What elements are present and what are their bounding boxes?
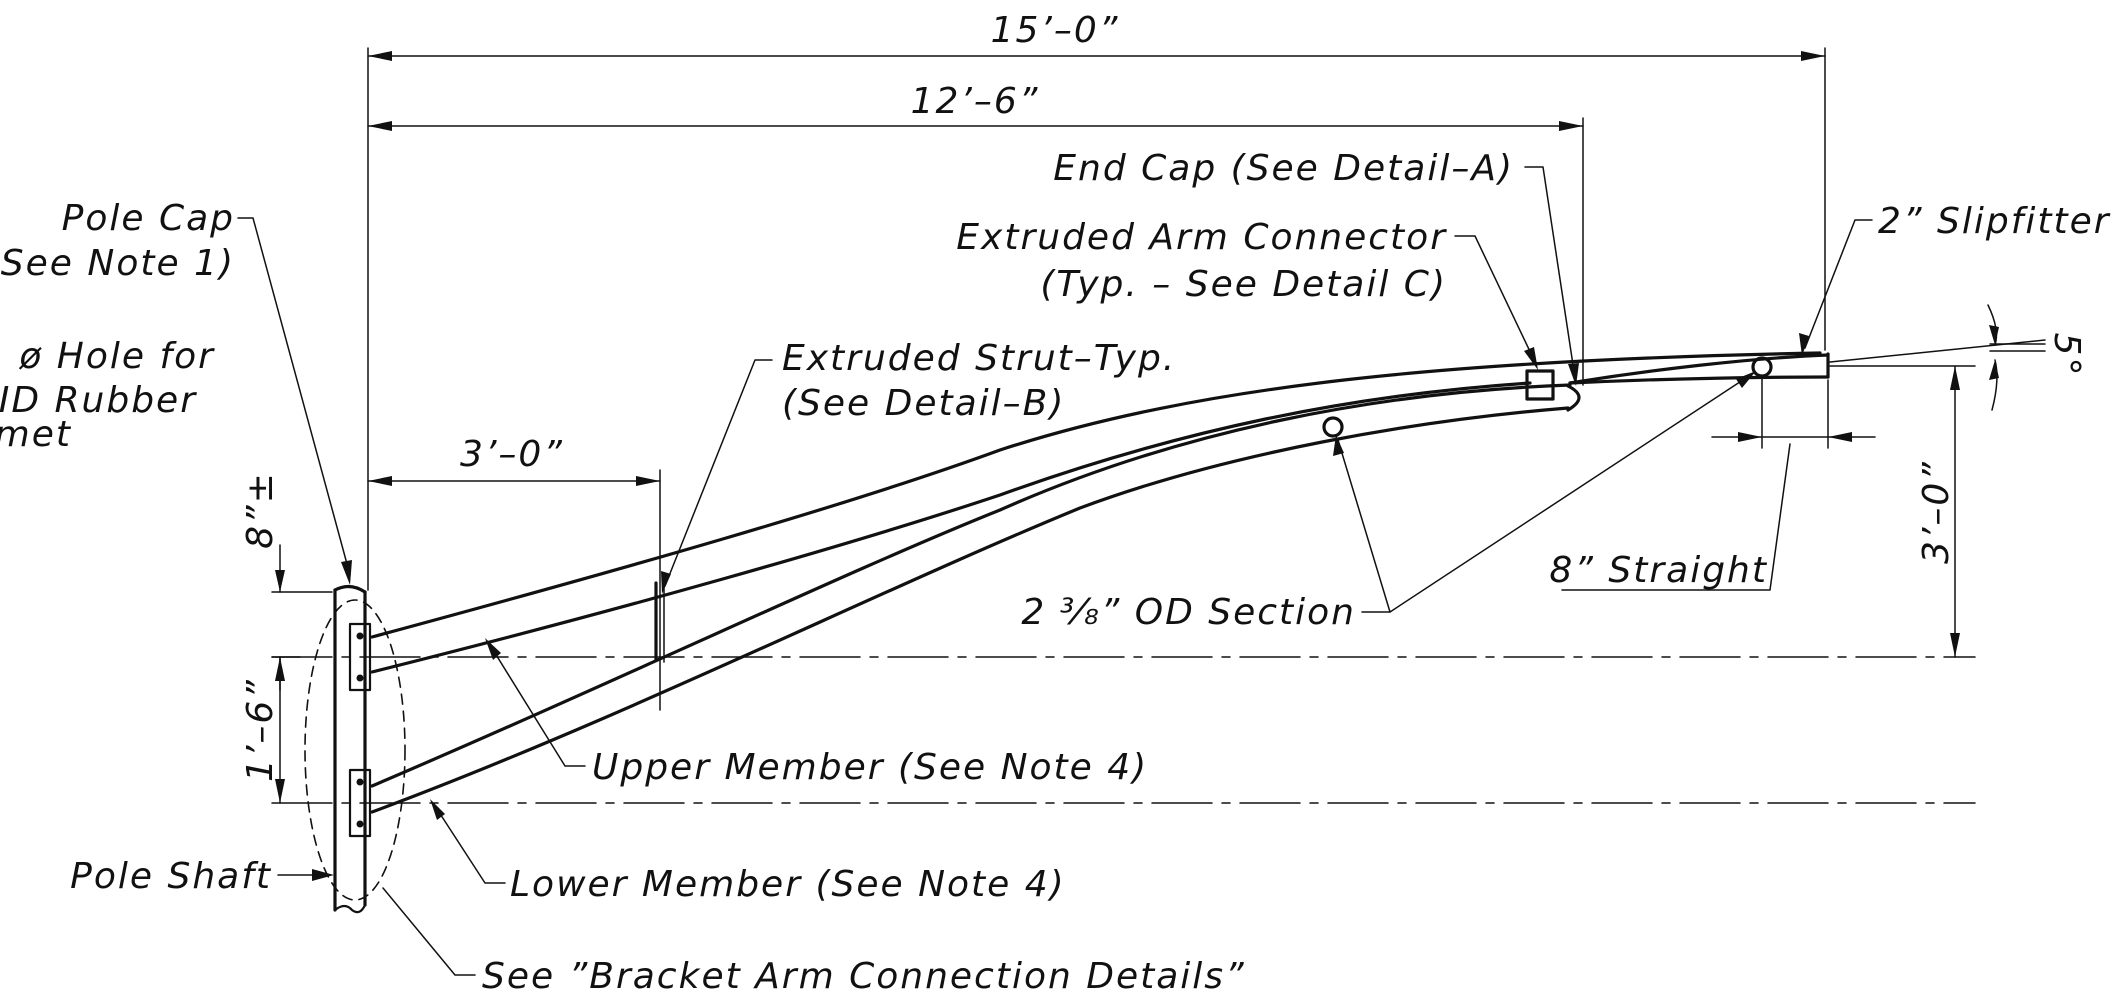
dimension-3-0-rise — [1829, 365, 1976, 658]
label-hole-3: met — [0, 414, 72, 455]
label-od-section: 2 ³⁄₈” OD Section — [1021, 592, 1356, 633]
leader-pole-cap — [237, 217, 352, 585]
label-arm-connector-1: Extruded Arm Connector — [956, 217, 1447, 258]
label-arm-connector-2: (Typ. – See Detail C) — [1040, 264, 1447, 305]
label-strut-1: Extruded Strut–Typ. — [782, 338, 1176, 379]
od-section-circle-left — [1322, 416, 1344, 438]
label-lower-member: Lower Member (See Note 4) — [510, 864, 1066, 905]
leader-slipfitter — [1799, 219, 1873, 356]
dim-overall-text: 15’–0” — [991, 10, 1120, 51]
dimension-8-plus-minus — [271, 544, 333, 691]
leader-arm-connector — [1454, 235, 1538, 370]
leader-end-cap — [1524, 166, 1579, 386]
dim-angle-text: 5° — [2046, 333, 2087, 378]
dim-spacing-text: 1’–6” — [240, 678, 281, 782]
dim-rise-text: 3’–0” — [1916, 460, 1957, 564]
label-connection-details: See ”Bracket Arm Connection Details” — [482, 956, 1246, 992]
label-straight: 8” Straight — [1549, 550, 1768, 591]
leader-pole-shaft — [277, 869, 334, 881]
label-pole-shaft: Pole Shaft — [70, 856, 272, 897]
extruded-arm-connector — [1525, 369, 1555, 401]
end-cap — [1566, 384, 1581, 412]
pole-shaft — [333, 584, 367, 914]
arm-tip — [1568, 352, 1830, 385]
label-hole-2: ID Rubber — [0, 380, 197, 421]
dimension-15-0 — [367, 47, 1826, 591]
dim-cap-height-text: 8”± — [240, 471, 281, 549]
label-pole-cap-2: (See Note 1) — [0, 243, 235, 284]
label-slipfitter: 2” Slipfitter — [1878, 201, 2111, 242]
leader-lower-member — [430, 799, 506, 884]
extruded-strut — [654, 579, 665, 663]
lower-member — [370, 383, 1572, 814]
upper-mounting-plate — [348, 622, 372, 692]
label-strut-2: (See Detail–B) — [782, 383, 1065, 424]
dim-strut-text: 3’–0” — [460, 434, 564, 475]
label-hole-1: ø Hole for — [18, 336, 215, 377]
dimension-angle — [1829, 304, 2046, 411]
leader-straight — [1561, 443, 1791, 591]
dimension-3-0-strut — [367, 469, 661, 711]
label-upper-member: Upper Member (See Note 4) — [592, 747, 1148, 788]
leader-strut — [661, 359, 773, 594]
leader-od-section — [1333, 371, 1756, 613]
leader-connection-details — [382, 887, 476, 976]
leader-upper-member — [485, 638, 586, 767]
dimension-12-6 — [367, 117, 1584, 386]
connection-detail-ellipse — [304, 599, 406, 901]
lower-mounting-plate — [348, 768, 372, 838]
od-section-circle-right — [1751, 356, 1773, 378]
upper-member — [370, 351, 1822, 674]
label-end-cap: End Cap (See Detail–A) — [1053, 148, 1514, 189]
dimension-8-straight — [1711, 377, 1876, 449]
dim-end-cap-text: 12’–6” — [911, 81, 1040, 122]
label-pole-cap-1: Pole Cap — [62, 198, 235, 239]
